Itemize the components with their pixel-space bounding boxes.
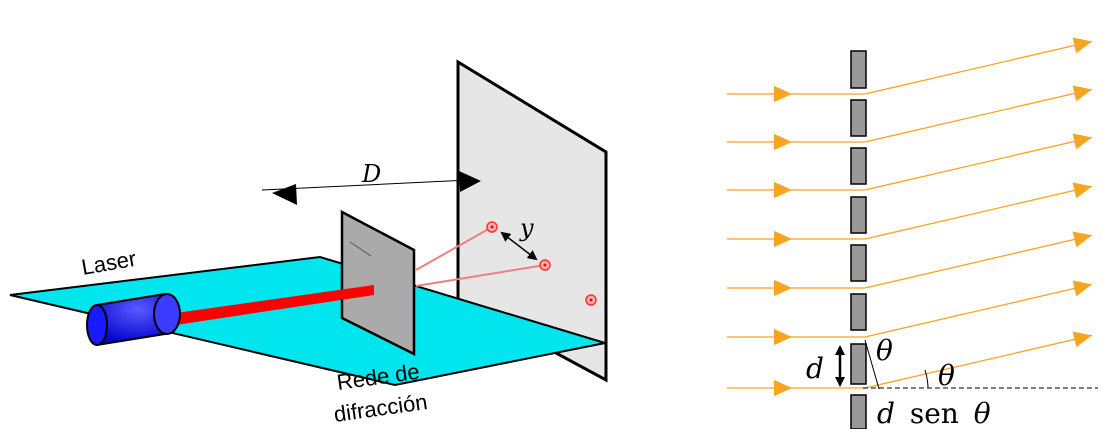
ray-arrowhead [774,279,792,297]
diffracted-ray [864,40,1093,95]
laser-cylinder-icon [86,292,181,347]
distance-arrow-left [272,184,297,205]
slit-block [850,293,867,331]
slit-block [850,196,867,234]
path-difference-sen: sen [910,397,959,429]
distance-arrow-right [459,171,481,192]
laser-beam [176,285,374,325]
grating-center-mark [349,241,372,257]
ray-arrowhead [774,328,792,346]
experiment-setup: D y Laser Red [9,59,608,427]
table-surface [9,255,606,387]
diffracted-ray [864,88,1093,143]
ray-arrowhead [774,85,792,103]
slit-block [850,394,867,429]
ray-arrowhead [1072,85,1092,102]
spot-separation-arrow [500,231,538,261]
ray-arrowhead [1072,231,1092,248]
diffracted-ray-upper [415,226,493,271]
slit-block [850,244,867,282]
grating-geometry: d θ θ d sen θ [727,37,1098,429]
slit-block [850,50,867,89]
diffracted-ray [864,334,1093,389]
laser-label: Laser [80,246,139,280]
diffracted-ray [864,234,1093,289]
ray-arrowhead [1072,37,1092,54]
slit-block [850,147,867,185]
path-difference-label: d sen θ [877,397,991,429]
grating-label-line2: difracción [332,389,429,427]
diffracted-ray [864,185,1093,240]
angle-label-upper: θ [876,334,893,367]
ray-arrowhead [774,379,792,397]
distance-line [261,179,470,191]
diffraction-spot-icon [585,294,597,306]
diffracted-ray [864,283,1093,338]
angle-label-right: θ [938,359,955,392]
screen [456,59,608,383]
path-difference-line [864,339,880,390]
ray-arrowhead [1072,133,1092,150]
diffraction-spot-icon [486,221,498,233]
ray-arrowhead [1072,182,1092,199]
distance-label: D [361,160,381,188]
ray-arrowhead [774,230,792,248]
slit-block [850,99,867,137]
ray-arrowhead [774,181,792,199]
diffraction-spot-icon [539,259,551,271]
slit-block [850,343,867,385]
angle-arc [924,369,929,389]
path-difference-theta: θ [974,397,991,429]
diffracted-ray [864,136,1093,191]
spot-separation-label: y [519,214,534,242]
slit-spacing-label: d [806,352,824,385]
ray-arrowhead [1072,331,1092,348]
ray-arrowhead [774,133,792,151]
ray-arrowhead [1072,280,1092,297]
diffracted-ray-lower [415,264,546,287]
diffraction-grating [340,209,416,357]
path-difference-d: d [877,397,895,429]
